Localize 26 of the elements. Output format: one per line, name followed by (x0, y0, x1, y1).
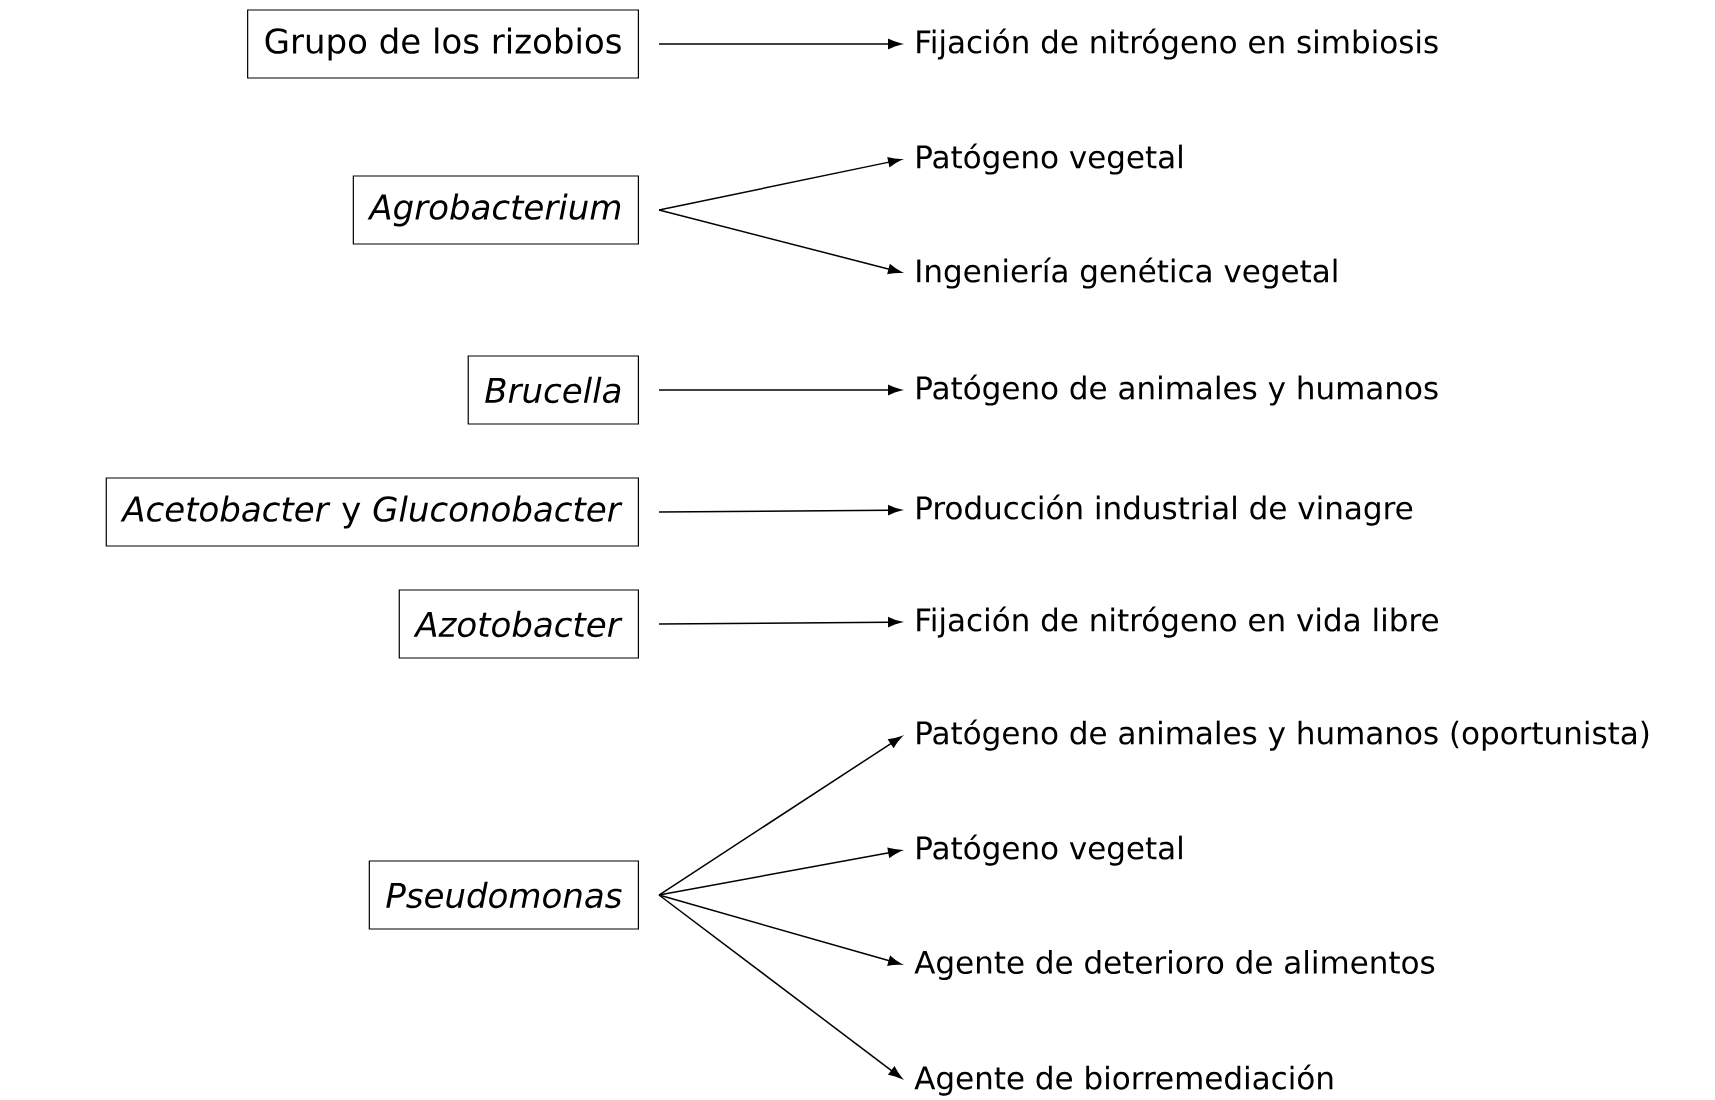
arrow (658, 157, 902, 211)
role-text: Producción industrial de vinagre (917, 494, 1413, 526)
genus-box: Azotobacter (398, 589, 639, 659)
role-text: Patógeno vegetal (917, 143, 1182, 175)
arrow (658, 894, 903, 1079)
role-text: Fijación de nitrógeno en vida libre (917, 606, 1438, 638)
genus-box: Grupo de los rizobios (247, 9, 639, 79)
genus-box: Acetobacter y Gluconobacter (105, 477, 639, 547)
arrow (658, 847, 902, 896)
arrow (658, 209, 902, 275)
arrow (658, 39, 902, 49)
genus-box: Agrobacterium (352, 175, 639, 245)
arrow (658, 736, 902, 896)
arrow (658, 505, 902, 516)
role-text: Patógeno de animales y humanos (oportunista) (917, 719, 1649, 751)
genus-box: Brucella (467, 355, 639, 425)
arrow (658, 894, 902, 966)
role-text: Ingeniería genética vegetal (917, 257, 1337, 289)
role-text: Patógeno de animales y humanos (917, 374, 1438, 406)
role-text: Patógeno vegetal (917, 834, 1182, 866)
arrow (658, 385, 902, 395)
arrow (658, 617, 902, 628)
genus-box: Pseudomonas (368, 860, 639, 930)
role-text: Agente de deterioro de alimentos (914, 950, 1435, 980)
role-text: Agente de biorremediación (914, 1064, 1333, 1096)
role-text: Fijación de nitrógeno en simbiosis (917, 28, 1438, 60)
